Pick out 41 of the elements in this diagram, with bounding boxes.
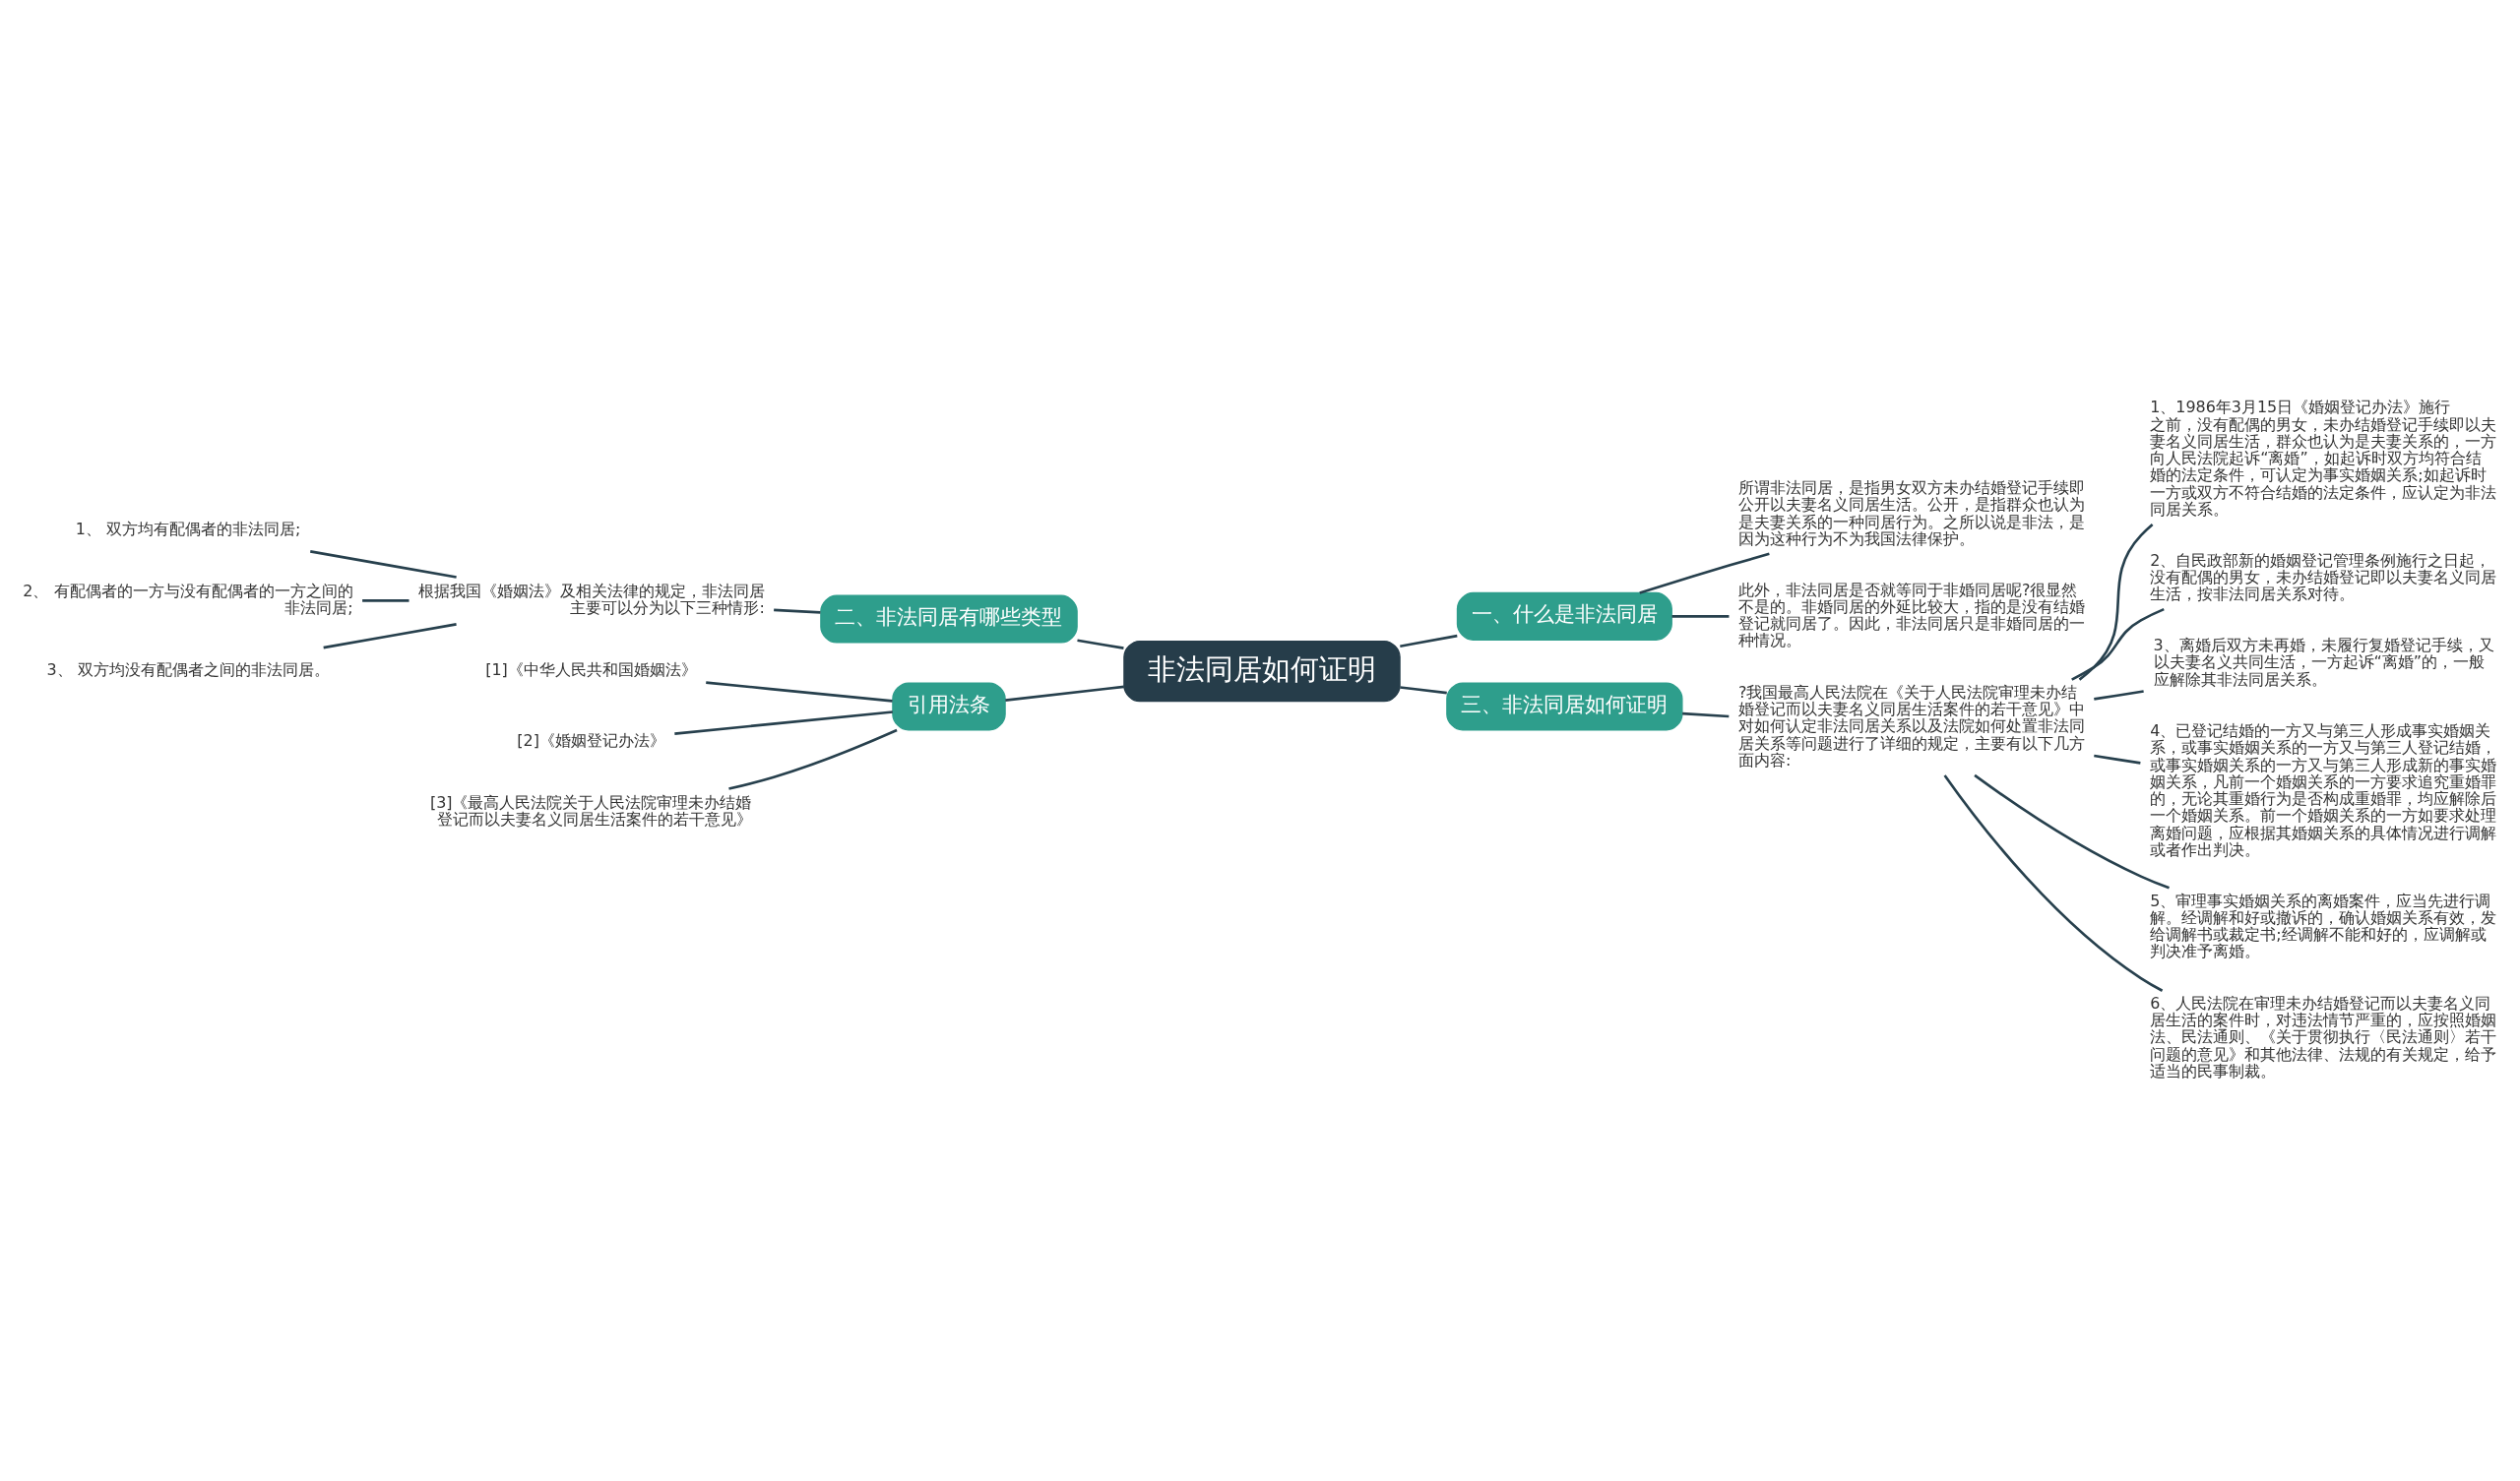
connector bbox=[1077, 639, 1124, 649]
node-text: 4、已登记结婚的一方又与第三人形成事实婚姻关系，或事实婚姻关系的一方又与第三人登记结婚，或事实婚姻关系的一方又与第三人形成新的事实婚姻关系，凡前一个婚姻关系的一方要求追究重婚罪的，无论其重婚行为是否构成重婚罪，均应解除后一个婚姻关系。前一个婚姻关系的一方如要求处理离婚问题，应根据其婚姻关系的具体情况进行调解或者作出判决。 bbox=[2150, 720, 2497, 859]
connector bbox=[1671, 615, 1730, 618]
connector bbox=[1400, 686, 1447, 695]
node-text: ?我国最高人民法院在《关于人民法院审理未办结婚登记而以夫妻名义同居生活案件的若干意见》中对如何认定非法同居关系以及法院如何处置非法同居关系等问题进行了详细的规定，主要有以下几方面内容: bbox=[1737, 682, 2085, 770]
connector bbox=[728, 728, 898, 790]
node-text: 5、审理事实婚姻关系的离婚案件，应当先进行调解。经调解和好或撤诉的，确认婚姻关系有效，发给调解书或裁定书;经调解不能和好的，应调解或判决准予离婚。 bbox=[2150, 891, 2497, 961]
node-box: 三、非法同居如何证明 bbox=[1446, 682, 1683, 731]
connector bbox=[310, 550, 457, 579]
node-text: 1、1986年3月15日《婚姻登记办法》施行之前，没有配偶的男女，未办结婚登记手续即以夫妻名义同居生活，群众也认为是夫妻关系的，一方向人民法院起诉“离婚”，如起诉时双方均符合结婚的法定条件，可认定为事实婚姻关系;如起诉时一方或双方不符合结婚的法定条件，应认定为非法同居关系。 bbox=[2150, 398, 2497, 519]
connector bbox=[706, 681, 893, 703]
connector bbox=[323, 623, 457, 649]
connector bbox=[1005, 685, 1125, 702]
connector bbox=[1682, 711, 1730, 718]
connector bbox=[2071, 607, 2165, 681]
node-box: 一、什么是非法同居 bbox=[1456, 591, 1672, 641]
connector bbox=[2094, 754, 2141, 765]
connector bbox=[774, 608, 821, 614]
connector bbox=[362, 599, 410, 602]
node-text: 此外，非法同居是否就等同于非婚同居呢?很显然不是的。非婚同居的外延比较大，指的是没有结婚登记就同居了。因此，非法同居只是非婚同居的一种情况。 bbox=[1737, 580, 2085, 650]
node-text: 1、 双方均有配偶者的非法同居; bbox=[75, 519, 301, 538]
node-text: 3、离婚后双方未再婚，未履行复婚登记手续，又以夫妻名义共同生活，一方起诉“离婚”的，一般应解除其非法同居关系。 bbox=[2153, 636, 2494, 689]
connector bbox=[1639, 552, 1770, 594]
node-text: 2、自民政部新的婚姻登记管理条例施行之日起，没有配偶的男女，未办结婚登记即以夫妻名义同居生活，按非法同居关系对待。 bbox=[2150, 550, 2497, 604]
connector bbox=[1943, 774, 2164, 992]
node-text: 所谓非法同居，是指男女双方未办结婚登记手续即公开以夫妻名义同居生活。公开，是指群众也认为是夫妻关系的一种同居行为。之所以说是非法，是因为这种行为不为我国法律保护。 bbox=[1737, 478, 2085, 548]
node-text: [1]《中华人民共和国婚姻法》 bbox=[485, 660, 697, 680]
connector bbox=[1974, 773, 2170, 890]
node-text: 2、 有配偶者的一方与没有配偶者的一方之间的非法同居; bbox=[23, 581, 353, 618]
node-box: 二、非法同居有哪些类型 bbox=[820, 594, 1078, 644]
connector bbox=[674, 710, 893, 735]
node-text: 6、人民法院在审理未办结婚登记而以夫妻名义同居生活的案件时，对违法情节严重的，应按照婚姻法、民法通则、《关于贯彻执行〈民法通则〉若干问题的意见》和其他法律、法规的有关规定，给予适当的民事制裁。 bbox=[2150, 993, 2497, 1080]
node-box: 非法同居如何证明 bbox=[1123, 640, 1401, 703]
connector bbox=[2094, 690, 2144, 701]
node-text: [2]《婚姻登记办法》 bbox=[517, 730, 665, 750]
connector bbox=[2078, 523, 2154, 681]
node-text: [3]《最高人民法院关于人民法院审理未办结婚登记而以夫妻名义同居生活案件的若干意见》 bbox=[429, 793, 752, 830]
node-text: 根据我国《婚姻法》及相关法律的规定，非法同居主要可以分为以下三种情形: bbox=[417, 581, 765, 618]
connector bbox=[1400, 634, 1458, 648]
node-box: 引用法条 bbox=[892, 682, 1006, 731]
node-text: 3、 双方均没有配偶者之间的非法同居。 bbox=[46, 660, 330, 680]
